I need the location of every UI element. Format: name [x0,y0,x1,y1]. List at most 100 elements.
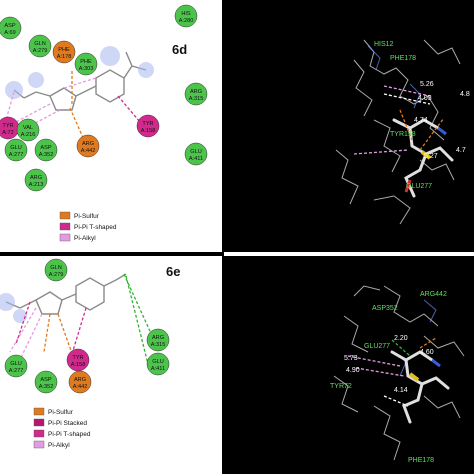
distance-label: 5.26 [420,81,434,88]
residue-circle [4,138,28,162]
residue-number: A:411 [151,366,165,372]
ligand-sulfur-6d [420,150,432,160]
residue-number: A:315 [151,342,166,348]
distance-label: 4.03 [418,95,432,102]
residue-number: A:277 [9,152,24,158]
residue-circle [4,354,28,378]
legend-label: Pi-Pi Stacked [48,420,87,427]
residue-number: A:411 [189,156,203,162]
legend-swatch [33,407,45,416]
residue-circle [136,114,160,138]
legend-swatch [59,233,71,242]
residue-number: A:72 [2,130,14,136]
residue-name: ARG [74,377,86,383]
residue-circle [16,118,40,142]
residue-label-3d: ARG442 [420,291,447,298]
residue-label-3d: PHE178 [390,55,416,62]
distance-lines-6e [347,337,437,407]
residue-name: ASP [40,377,51,383]
residues-6e: GLNA:279ARGA:315GLUA:411TYRA:158ARGA:442… [4,258,170,394]
residue-label-3d: PHE178 [408,457,434,464]
residue-name: TYR [2,123,13,129]
residue-name: GLU [152,359,164,365]
residue-name: GLN [50,265,62,271]
residue-name: ARG [152,335,164,341]
residue-circle [184,142,208,166]
ligand-sulfur-6e [408,372,420,382]
residue-name: ASP [4,23,15,29]
residue-label-3d: ASP352 [372,305,398,312]
legend-label: Pi-Sulfur [74,213,100,220]
ligand-6e [5,273,127,315]
residue-name: ARG [190,89,202,95]
residue-label-3d: TYR158 [390,131,416,138]
ligand-nitrogen-6d [437,126,447,136]
residue-circle [76,134,100,158]
residue-circle [52,40,76,64]
residue-number: A:280 [179,18,194,24]
residue-number: A:315 [189,96,204,102]
legend-swatch [33,429,45,438]
residue-number: A:178 [57,54,72,60]
alkyl-halos-6e [0,293,27,323]
residue-circle [174,4,198,28]
residue-number: A:442 [81,148,96,154]
residue-circle [146,352,170,376]
distance-label: 4.8 [460,91,470,98]
residue-circle [34,370,58,394]
compound-label-6d: 6d [172,42,187,57]
residue-label-3d: GLU277 [364,343,390,350]
legend-label: Pi-Alkyl [48,442,70,449]
residue-number: A:213 [29,182,44,188]
ligand-sticks-6d [392,118,454,198]
distance-label: 4.7 [456,147,466,154]
residue-circle [34,138,58,162]
residue-name: GLU [10,361,22,367]
residue-circle [68,370,92,394]
residue-circle [184,82,208,106]
residue-number: A:158 [141,128,156,134]
residue-number: A:352 [39,152,54,158]
distance-labels-6e: 2.205.734.904.144.60 [344,335,434,394]
residue-number: A:303 [79,66,94,72]
legend-label: Pi-Pi T-shaped [48,431,91,438]
residue-circle [28,34,52,58]
residue-circle [44,258,68,282]
residue-number: A:279 [33,48,48,54]
interaction-lines-6e [9,273,155,377]
legend-swatch [33,418,45,427]
residue-name: ARG [30,175,42,181]
residue-name: ASP [40,145,51,151]
distance-label: 4.60 [420,349,434,356]
distance-lines-6d [353,85,445,155]
diagram-svg-6e: GLNA:279ARGA:315GLUA:411TYRA:158ARGA:442… [0,258,180,449]
residue-name: TYR [142,121,153,127]
interaction-lines-6d [5,70,141,141]
residue-circle [74,52,98,76]
ligand-oxygen-6d [404,179,412,193]
residue-name: GLU [190,149,202,155]
distance-label: 5.73 [344,355,358,362]
